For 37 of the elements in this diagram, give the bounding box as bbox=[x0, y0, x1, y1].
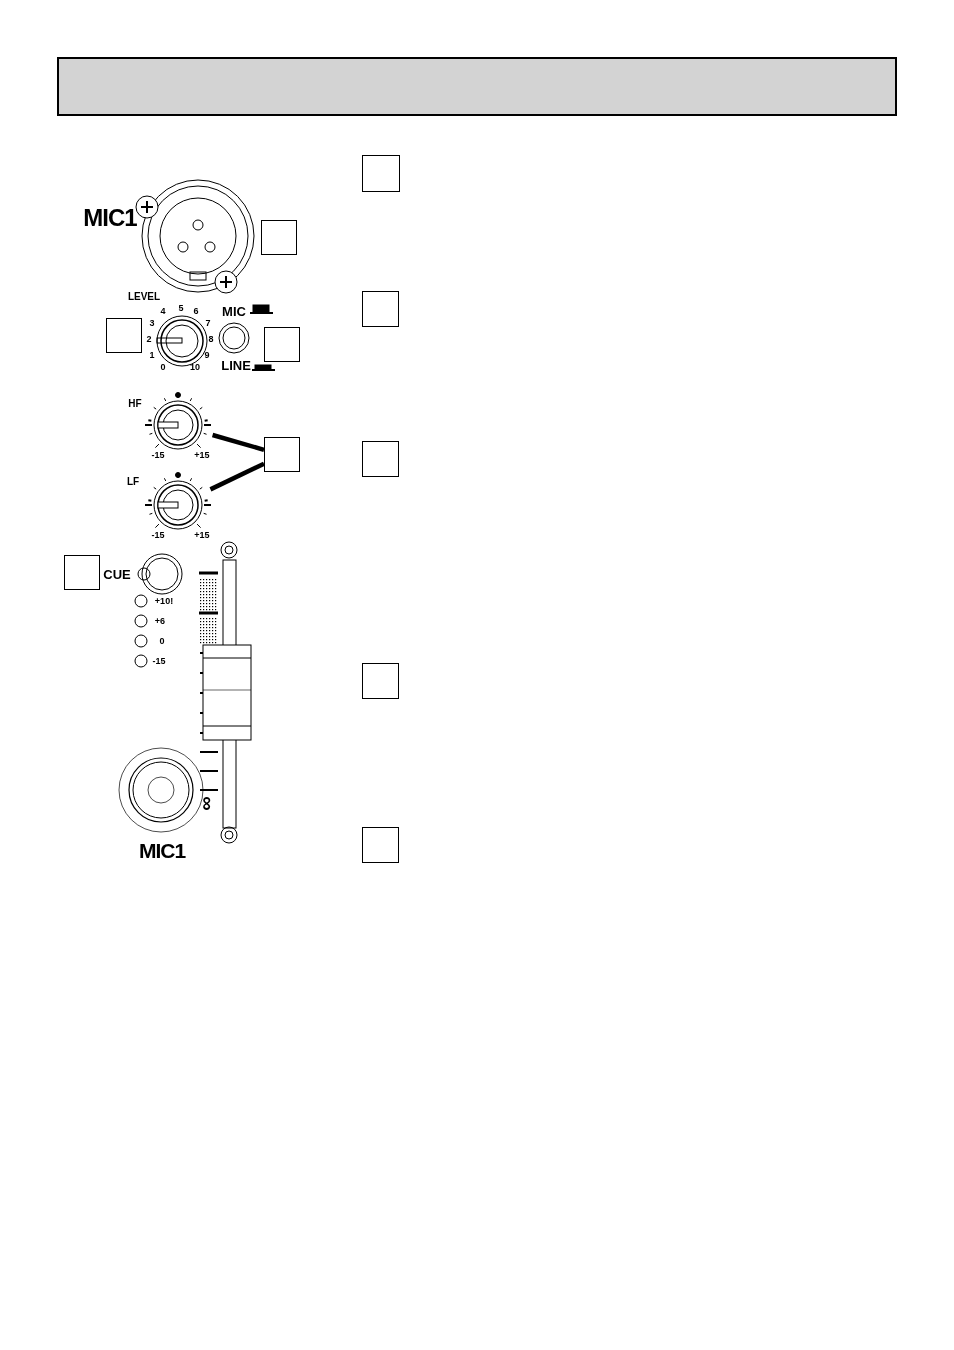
knob-label: LF bbox=[126, 477, 140, 487]
leader-line bbox=[211, 432, 265, 452]
scale-number: 5 bbox=[178, 303, 184, 313]
scale-number: +15 bbox=[194, 530, 210, 540]
scale-number: 4 bbox=[160, 306, 166, 316]
scale-number: 1 bbox=[149, 350, 155, 360]
scale-number: 8 bbox=[208, 334, 214, 344]
scale-number: 7 bbox=[205, 318, 211, 328]
scale-number: 0 bbox=[160, 362, 166, 372]
leader-line bbox=[209, 461, 265, 492]
meter-label: +10! bbox=[154, 596, 174, 606]
callout-box bbox=[106, 318, 142, 353]
scale-number: -15 bbox=[151, 450, 165, 460]
meter-label: +6 bbox=[154, 616, 166, 626]
callout-box bbox=[64, 555, 100, 590]
scale-label: LEVEL bbox=[127, 292, 161, 302]
callout-box bbox=[362, 441, 399, 477]
callout-box bbox=[362, 663, 399, 699]
device-label: MIC1 bbox=[138, 839, 186, 861]
scale-number: +15 bbox=[194, 450, 210, 460]
scale-number: 6 bbox=[193, 306, 199, 316]
scale-symbol: ∞ bbox=[198, 796, 218, 810]
knob-label: HF bbox=[128, 399, 142, 409]
callout-box bbox=[362, 291, 399, 327]
callout-box bbox=[264, 327, 300, 362]
button-label: CUE bbox=[103, 567, 131, 581]
callout-box bbox=[261, 220, 297, 255]
callout-box bbox=[264, 437, 300, 472]
device-label: MIC1 bbox=[83, 206, 137, 230]
switch-label: MIC bbox=[222, 304, 246, 318]
switch-label: LINE bbox=[221, 358, 251, 372]
meter-label: -15 bbox=[152, 656, 166, 666]
callout-box bbox=[362, 155, 400, 192]
callout-box bbox=[362, 827, 399, 863]
scale-number: 10 bbox=[190, 362, 200, 372]
meter-label: 0 bbox=[159, 636, 165, 646]
scale-number: 9 bbox=[204, 350, 210, 360]
